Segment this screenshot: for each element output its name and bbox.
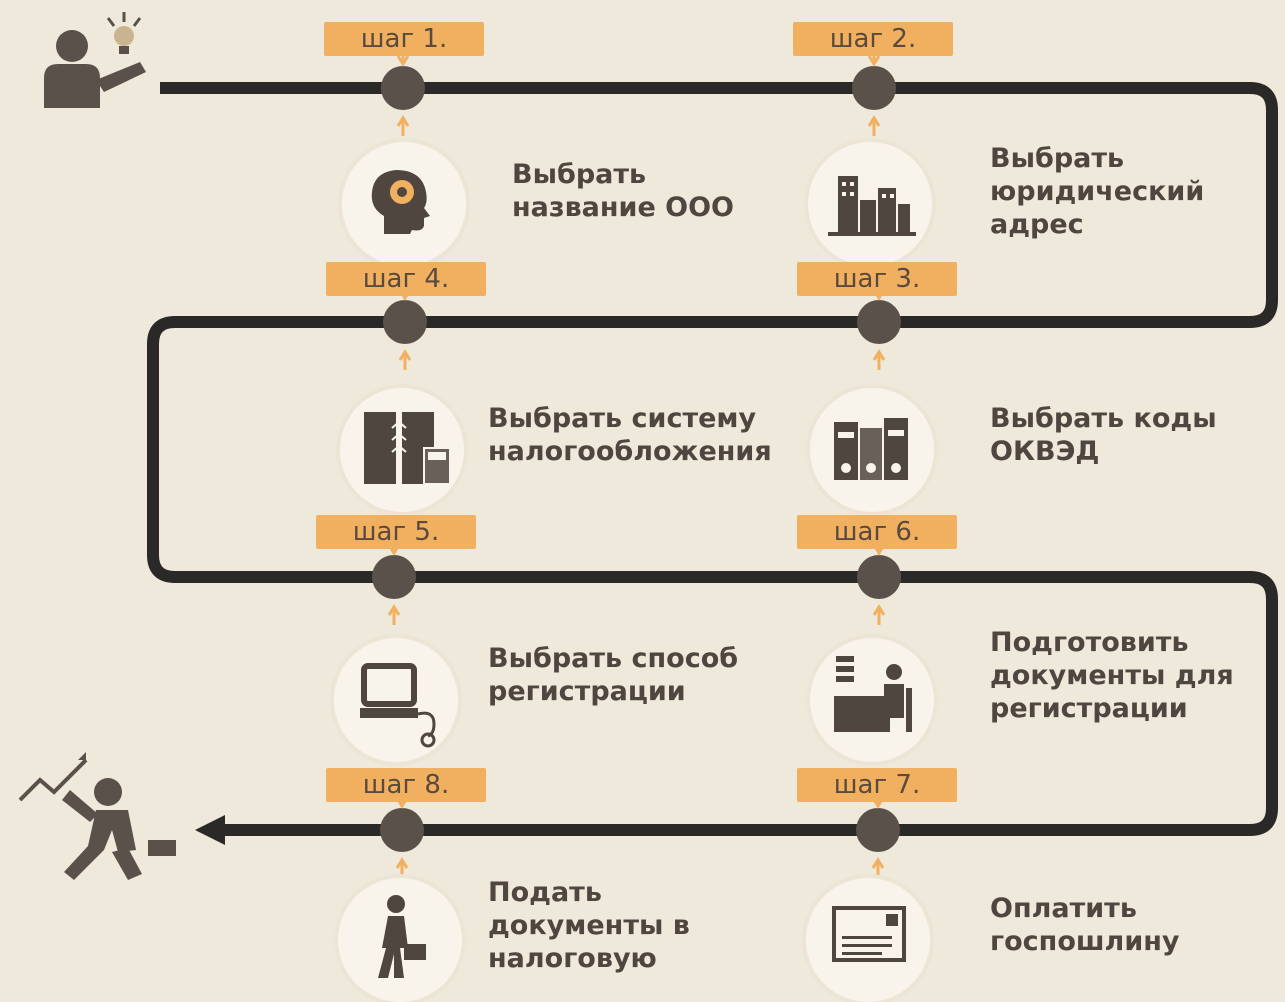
step-1-node xyxy=(381,66,425,110)
step-4-icon-circle xyxy=(340,388,464,512)
step-8-badge: шаг 8. xyxy=(326,768,486,802)
step-2-up-arrow xyxy=(867,115,881,136)
ledger-calculator-icon xyxy=(364,412,451,485)
step-8-text: Подать документы в налоговую xyxy=(488,877,690,974)
end-arrowhead xyxy=(195,815,225,845)
step-1-text: Выбрать название ООО xyxy=(512,159,735,223)
step-2-badge: шаг 2. xyxy=(793,22,953,56)
step-8-up-arrow xyxy=(395,857,409,878)
step-8-icon-circle xyxy=(338,878,462,1002)
step-6-icon-circle xyxy=(810,638,934,762)
binders-icon xyxy=(834,418,908,480)
step-2-text: Выбрать юридический адрес xyxy=(990,143,1205,240)
desk-worker-icon xyxy=(834,656,912,732)
buildings-icon xyxy=(828,176,916,236)
businessman-idea-icon xyxy=(44,12,146,108)
step-4-badge: шаг 4. xyxy=(326,262,486,296)
step-3-up-arrow xyxy=(872,349,886,370)
step-6-text: Подготовить документы для регистрации xyxy=(990,627,1234,724)
step-3-badge: шаг 3. xyxy=(797,262,957,296)
step-7-node xyxy=(856,808,900,852)
step-6-badge: шаг 6. xyxy=(797,515,957,549)
walking-person-icon xyxy=(378,895,426,978)
step-2-node xyxy=(852,66,896,110)
step-4-text: Выбрать систему налогообложения xyxy=(488,403,772,467)
step-3-icon-circle xyxy=(810,388,934,512)
step-5-badge: шаг 5. xyxy=(316,515,476,549)
step-5-node xyxy=(372,555,416,599)
step-5-icon-circle xyxy=(334,638,458,762)
step-4-up-arrow xyxy=(398,349,412,370)
step-2-icon-circle xyxy=(808,142,932,266)
payment-form-icon xyxy=(832,906,906,962)
step-1-up-arrow xyxy=(396,115,410,136)
step-3-node xyxy=(857,300,901,344)
step-7-text: Оплатить госпошлину xyxy=(990,893,1180,957)
running-man-icon xyxy=(18,752,176,880)
step-8-node xyxy=(380,808,424,852)
step-3-text: Выбрать коды ОКВЭД xyxy=(990,403,1217,467)
step-5-up-arrow xyxy=(387,604,401,625)
step-4-node xyxy=(383,300,427,344)
step-6-up-arrow xyxy=(872,604,886,625)
step-5-text: Выбрать способ регистрации xyxy=(488,643,739,707)
step-6-node xyxy=(857,555,901,599)
step-1-badge: шаг 1. xyxy=(324,22,484,56)
step-1-icon-circle xyxy=(342,142,466,266)
step-7-badge: шаг 7. xyxy=(797,768,957,802)
step-7-up-arrow xyxy=(871,857,885,878)
step-7-icon-circle xyxy=(806,878,930,1002)
head-gear-icon xyxy=(371,170,430,234)
computer-icon xyxy=(360,663,436,748)
